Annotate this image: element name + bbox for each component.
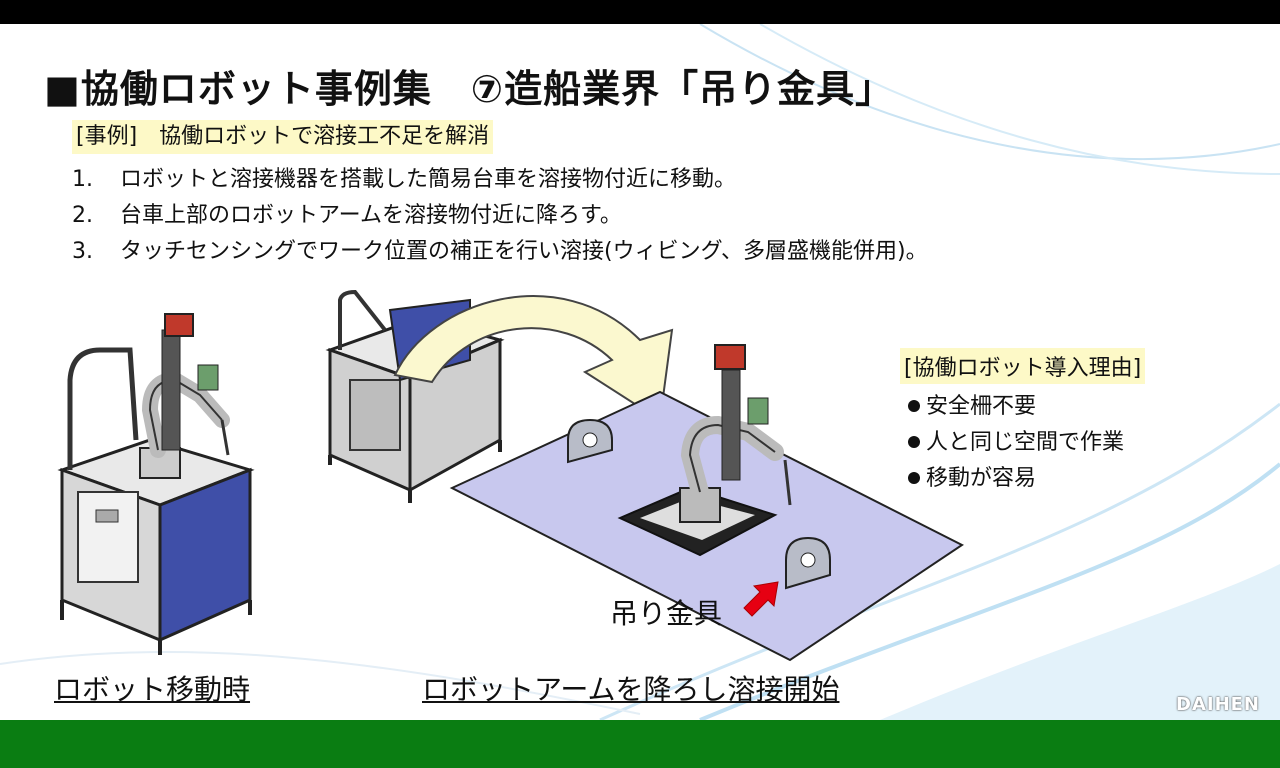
red-arrow bbox=[743, 581, 779, 617]
daihen-logo: DAIHEN bbox=[1176, 694, 1260, 715]
left-cart bbox=[57, 313, 255, 655]
list-item: 1. ロボットと溶接機器を搭載した簡易台車を溶接物付近に移動。 bbox=[72, 162, 928, 198]
bullet-icon bbox=[908, 436, 920, 448]
case-label: [事例] 協働ロボットで溶接工不足を解消 bbox=[72, 120, 494, 154]
bracket-back bbox=[567, 418, 613, 464]
background-swoosh bbox=[0, 24, 1280, 720]
step-text: タッチセンシングでワーク位置の補正を行い溶接(ウィビング、多層盛機能併用)。 bbox=[120, 239, 928, 264]
bullet-icon bbox=[908, 472, 920, 484]
caption-right: ロボットアームを降ろし溶接開始 bbox=[422, 673, 840, 706]
list-item: 人と同じ空間で作業 bbox=[900, 430, 1145, 456]
robot-on-plate bbox=[617, 344, 792, 557]
list-item: 2. 台車上部のロボットアームを溶接物付近に降ろす。 bbox=[72, 198, 928, 234]
illustration bbox=[57, 289, 964, 662]
reason-text: 人と同じ空間で作業 bbox=[926, 430, 1125, 455]
reason-text: 安全柵不要 bbox=[926, 394, 1037, 419]
step-text: ロボットと溶接機器を搭載した簡易台車を溶接物付近に移動。 bbox=[120, 167, 737, 192]
bracket-front bbox=[785, 536, 831, 590]
curved-arrow bbox=[393, 295, 674, 422]
list-item: 移動が容易 bbox=[900, 466, 1145, 492]
footer-bar bbox=[0, 720, 1280, 768]
list-item: 3. タッチセンシングでワーク位置の補正を行い溶接(ウィビング、多層盛機能併用)。 bbox=[72, 234, 928, 270]
step-number: 3. bbox=[72, 239, 93, 264]
list-item: 安全柵不要 bbox=[900, 394, 1145, 420]
reason-text: 移動が容易 bbox=[926, 466, 1037, 491]
top-bar bbox=[0, 0, 1280, 24]
step-number: 2. bbox=[72, 203, 93, 228]
step-text: 台車上部のロボットアームを溶接物付近に降ろす。 bbox=[120, 203, 622, 228]
bullet-icon bbox=[908, 400, 920, 412]
reasons-header: [協働ロボット導入理由] bbox=[900, 348, 1146, 384]
bracket-label: 吊り金具 bbox=[610, 597, 723, 630]
step-number: 1. bbox=[72, 167, 93, 192]
reasons-box: [協働ロボット導入理由] 安全柵不要 人と同じ空間で作業 移動が容易 bbox=[900, 348, 1146, 492]
page-title: ■協働ロボット事例集 ⑦造船業界「吊り金具」 bbox=[44, 67, 895, 111]
caption-left: ロボット移動時 bbox=[54, 673, 251, 706]
step-list: 1. ロボットと溶接機器を搭載した簡易台車を溶接物付近に移動。 2. 台車上部のロボ… bbox=[72, 162, 928, 270]
